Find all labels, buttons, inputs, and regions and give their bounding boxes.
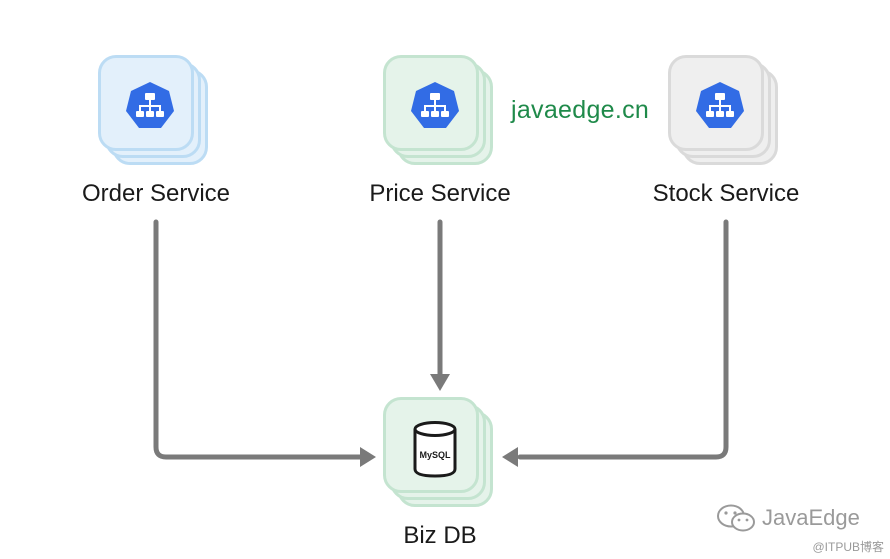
wechat-label: JavaEdge	[762, 505, 860, 530]
biz-db-label: Biz DB	[403, 522, 477, 549]
kubernetes-icon	[696, 82, 744, 128]
database-icon: MySQL	[413, 421, 457, 478]
order-service-label: Order Service	[81, 180, 231, 207]
wechat-watermark: JavaEdge	[716, 503, 860, 533]
order-service-stack	[98, 55, 208, 165]
wechat-icon	[717, 504, 755, 532]
arrowhead-price	[430, 374, 450, 391]
arrowhead-stock	[502, 447, 518, 467]
kubernetes-icon	[126, 82, 174, 128]
biz-db-stack: MySQL	[383, 397, 493, 507]
arrowhead-order	[360, 447, 376, 467]
price-service-stack	[383, 55, 493, 165]
stock-service-stack	[668, 55, 778, 165]
db-icon-label: MySQL	[419, 450, 451, 460]
kubernetes-icon	[411, 82, 459, 128]
source-watermark: @ITPUB博客	[812, 540, 884, 554]
watermark-text: javaedge.cn	[511, 96, 650, 124]
price-service-label: Price Service	[369, 180, 511, 207]
arrow-stock-to-db	[517, 219, 729, 460]
stock-service-label: Stock Service	[652, 180, 800, 207]
arrow-order-to-db	[153, 219, 365, 460]
